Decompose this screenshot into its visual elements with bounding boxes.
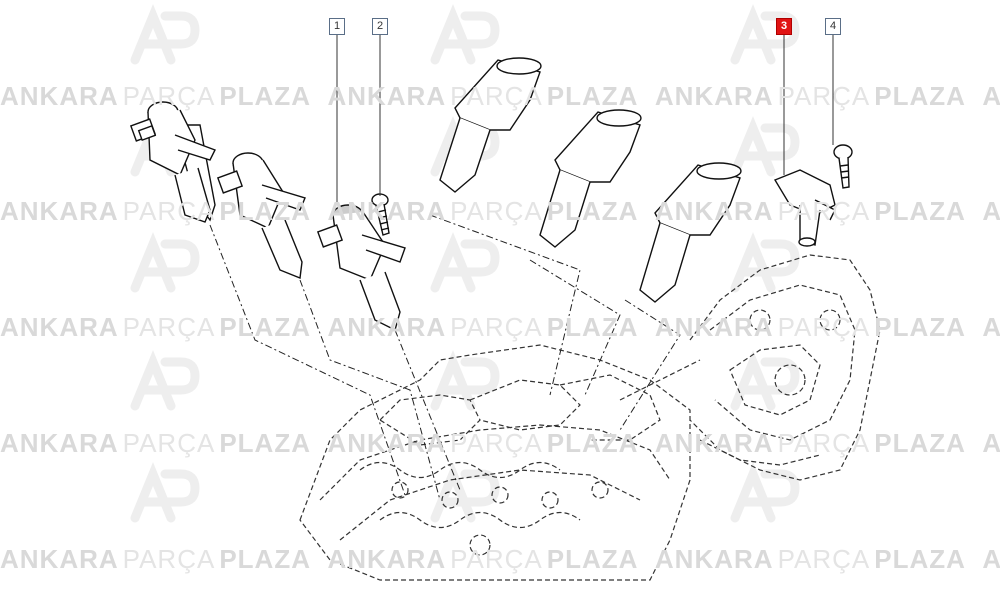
callout-1[interactable]: 1 bbox=[329, 18, 345, 35]
ignition-coil-ref-1 bbox=[316, 204, 406, 332]
sensor-ref-3 bbox=[773, 169, 836, 247]
callout-4[interactable]: 4 bbox=[825, 18, 841, 35]
engine-block bbox=[299, 254, 881, 581]
ignition-coil-right-2 bbox=[539, 109, 642, 248]
bolt-ref-4 bbox=[833, 144, 853, 189]
callout-leaders bbox=[336, 34, 834, 205]
ignition-coil-left-2 bbox=[216, 152, 306, 279]
callout-2[interactable]: 2 bbox=[372, 18, 388, 35]
leader-lines bbox=[209, 214, 681, 501]
ignition-coil-left-1 bbox=[129, 101, 216, 223]
ignition-coil-right-3 bbox=[639, 162, 742, 303]
ignition-coil-right-1 bbox=[439, 57, 542, 193]
watermark-logos bbox=[130, 4, 800, 523]
callout-3[interactable]: 3 bbox=[776, 18, 792, 35]
bolt-ref-2 bbox=[371, 193, 390, 236]
